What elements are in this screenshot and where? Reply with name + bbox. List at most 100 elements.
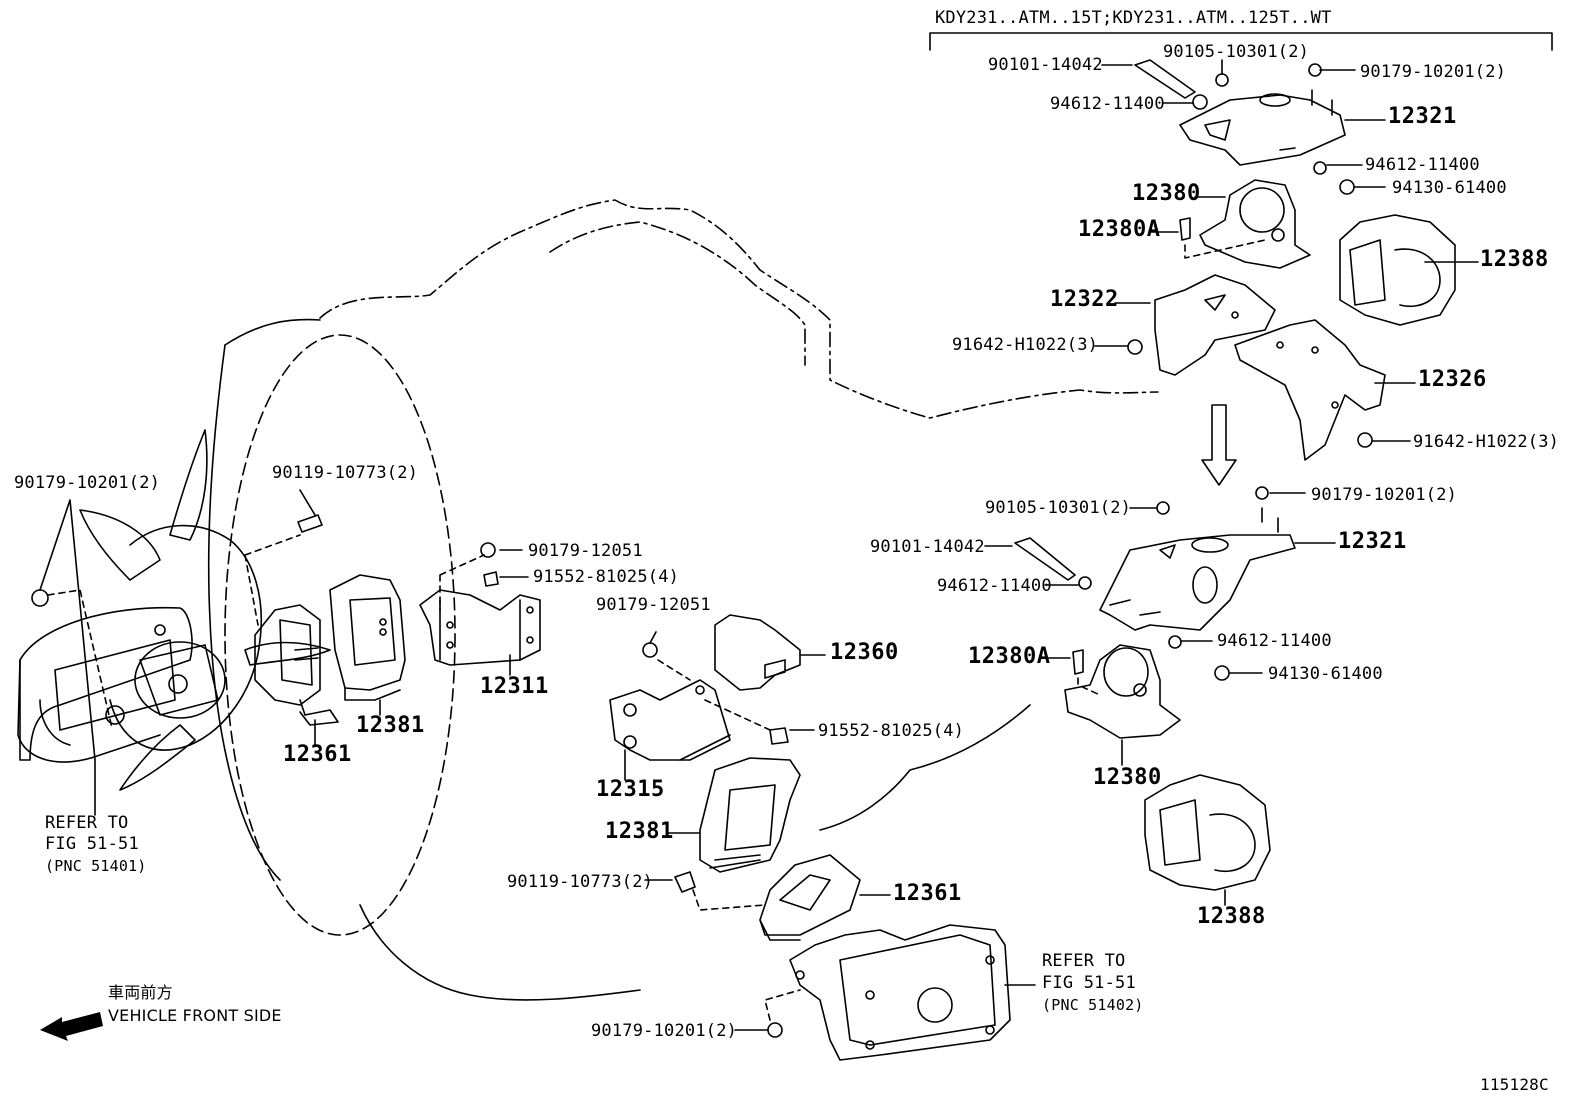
label-12388-mid: 12388: [1197, 904, 1266, 929]
dash-90119-top: [244, 534, 301, 626]
label-90179-10201-bottom: 90179-10201(2): [591, 1021, 738, 1041]
part-12361-lower: [759, 854, 861, 941]
refer-right-line2: FIG 51-51: [1042, 973, 1136, 993]
refer-left-line3: (PNC 51401): [45, 857, 147, 875]
figure-id: 115128C: [1480, 1075, 1549, 1094]
studs-top: [1311, 89, 1333, 116]
label-90179-12051-a: 90179-12051: [528, 541, 643, 561]
label-90179-12051-b: 90179-12051: [596, 595, 711, 615]
variant-label: KDY231..ATM..15T;KDY231..ATM..125T..WT: [935, 8, 1332, 28]
label-12321-mid: 12321: [1338, 529, 1407, 554]
label-91642-h1022-a: 91642-H1022(3): [952, 335, 1099, 355]
label-12380A-mid: 12380A: [968, 644, 1051, 669]
washer-94612-d: [1168, 635, 1182, 649]
refer-left-line1: REFER TO: [45, 813, 129, 833]
label-12360: 12360: [830, 640, 899, 665]
label-12380A-top: 12380A: [1078, 217, 1161, 242]
part-12321-top: [1179, 93, 1346, 166]
label-90119-10773-top: 90119-10773(2): [272, 463, 419, 483]
transmission-housing: [224, 334, 456, 936]
label-94612-11400-c: 94612-11400: [937, 576, 1052, 596]
label-94130-61400-top: 94130-61400: [1392, 178, 1507, 198]
dash-12315: [657, 659, 771, 731]
label-12380-mid: 12380: [1093, 765, 1162, 790]
label-90101-14042-top: 90101-14042: [988, 55, 1103, 75]
dash-90179-bottom: [764, 989, 801, 1021]
engine-outline-inner: [549, 221, 806, 366]
label-12388-top: 12388: [1480, 247, 1549, 272]
cooling-fan: [79, 429, 331, 791]
label-12315: 12315: [596, 777, 665, 802]
engine-lower-outline: [359, 904, 641, 1001]
label-12380-top: 12380: [1132, 181, 1201, 206]
part-12311: [419, 589, 541, 666]
label-94612-11400-d: 94612-11400: [1217, 631, 1332, 651]
bolt-91552-b: [769, 727, 789, 745]
washer-94612-a: [1192, 94, 1208, 110]
dash-90119-bottom: [692, 889, 766, 911]
label-94130-61400-mid: 94130-61400: [1268, 664, 1383, 684]
dash-90179-left: [47, 589, 113, 729]
part-12380-top: [1199, 179, 1311, 269]
label-12326: 12326: [1418, 367, 1487, 392]
bolt-90119-bottom: [674, 871, 696, 893]
dash-12380A-mid: [1077, 677, 1101, 696]
part-12360: [714, 614, 801, 691]
housing-edge: [207, 344, 281, 881]
dash-12380A-top: [1184, 239, 1266, 259]
refer-right-line3: (PNC 51402): [1042, 996, 1144, 1014]
label-90105-10301-top: 90105-10301(2): [1163, 42, 1310, 62]
nut-94130-mid: [1214, 665, 1230, 681]
bolt-90119-top: [297, 514, 323, 533]
dash-12311: [439, 554, 485, 611]
front-crossmember-part: [17, 606, 193, 763]
bolt-90101-mid: [1014, 537, 1076, 581]
label-12361-lower: 12361: [893, 881, 962, 906]
label-12322: 12322: [1050, 287, 1119, 312]
label-12381-left: 12381: [356, 713, 425, 738]
label-91642-h1022-b: 91642-H1022(3): [1413, 432, 1560, 452]
part-12380-mid: [1064, 644, 1181, 739]
variant-bracket: [929, 32, 1553, 51]
washer-94612-c: [1078, 576, 1092, 590]
part-12388-top: [1339, 214, 1456, 326]
label-12321-top: 12321: [1388, 104, 1457, 129]
front-label-jp: 車両前方: [108, 983, 173, 1002]
part-12361-left: [254, 604, 339, 726]
nut-90179-left: [31, 589, 49, 607]
label-12361-left: 12361: [283, 742, 352, 767]
label-12311: 12311: [480, 674, 549, 699]
nut-94130-top: [1339, 179, 1355, 195]
washer-94612-b: [1313, 161, 1327, 175]
label-90119-10773-bottom: 90119-10773(2): [507, 872, 654, 892]
housing-left: [224, 318, 321, 346]
label-90179-10201-left: 90179-10201(2): [14, 473, 161, 493]
bolt-90101-top: [1134, 59, 1196, 99]
nut-90179-mid: [1255, 486, 1269, 500]
bolt-91642-a: [1127, 339, 1143, 355]
nut-90179-12051-a: [480, 542, 496, 558]
nut-90105-mid: [1156, 501, 1170, 515]
bolt-12380A-top: [1179, 217, 1191, 241]
part-12321-mid: [1099, 534, 1296, 631]
label-90179-10201-top: 90179-10201(2): [1360, 62, 1507, 82]
label-91552-81025-a: 91552-81025(4): [533, 567, 680, 587]
label-91552-81025-b: 91552-81025(4): [818, 721, 965, 741]
bolt-12380A-mid: [1072, 649, 1084, 675]
label-90101-14042-mid: 90101-14042: [870, 537, 985, 557]
studs-mid: [1261, 507, 1279, 533]
refer-left-line2: FIG 51-51: [45, 834, 139, 854]
front-arrow: [40, 1012, 103, 1041]
leader-90179-left: [39, 499, 96, 761]
label-12381-lower: 12381: [605, 819, 674, 844]
part-12381-lower: [699, 757, 801, 873]
front-label-en: VEHICLE FRONT SIDE: [108, 1006, 282, 1025]
nut-90105-top: [1215, 73, 1229, 87]
part-12381-left: [329, 574, 406, 701]
engine-outline: [319, 199, 1159, 419]
part-12388-mid: [1144, 774, 1271, 891]
down-arrow: [1201, 404, 1237, 486]
refer-right-line1: REFER TO: [1042, 951, 1126, 971]
part-12315: [609, 679, 731, 761]
